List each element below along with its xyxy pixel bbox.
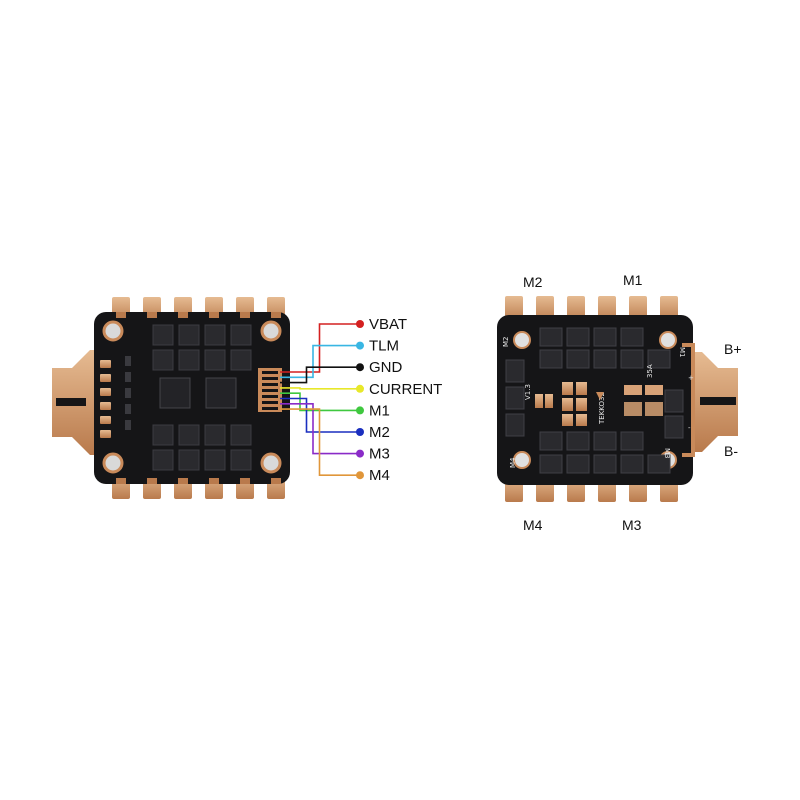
left-esc-board xyxy=(52,297,290,499)
logo-icon xyxy=(596,392,604,400)
right-board-bottom-mosfets xyxy=(539,431,671,474)
right-board-center-components xyxy=(535,382,587,426)
label-m1: M1 xyxy=(623,272,643,288)
wire-dot-tlm xyxy=(356,341,364,350)
right-board-tab-slot xyxy=(700,397,736,405)
silk-minus: - xyxy=(688,424,691,432)
left-board-mounting-holes xyxy=(102,320,282,474)
wire-dot-m2 xyxy=(356,428,364,436)
wire-label-vbat: VBAT xyxy=(369,316,407,333)
wire-gnd xyxy=(280,366,358,384)
wire-dot-vbat xyxy=(356,320,364,328)
silk-m3: M3 xyxy=(663,448,671,459)
right-esc-board: M2 M1 M4 M3 V1.3 35A TEKKO32 + - xyxy=(497,296,738,502)
wire-dot-gnd xyxy=(356,363,364,372)
wire-vbat xyxy=(280,323,358,373)
label-m3: M3 xyxy=(622,517,642,533)
wire-label-m2: M2 xyxy=(369,424,390,441)
silk-version: V1.3 xyxy=(524,384,532,400)
wire-label-current: CURRENT xyxy=(369,381,442,398)
silk-model: TEKKO32 xyxy=(598,392,606,425)
silk-m2: M2 xyxy=(502,337,510,348)
wire-label-m3: M3 xyxy=(369,446,390,463)
wire-label-m1: M1 xyxy=(369,402,390,419)
label-m2: M2 xyxy=(523,274,543,290)
silk-plus: + xyxy=(688,374,694,382)
wire-label-m4: M4 xyxy=(369,467,390,484)
wire-dot-m4 xyxy=(356,471,364,480)
label-battery-negative: B- xyxy=(724,443,738,459)
wire-dot-current xyxy=(356,384,364,393)
wire-m1 xyxy=(280,392,358,412)
left-board-signal-pads xyxy=(100,360,111,438)
left-board-tab-slot xyxy=(56,398,86,406)
left-board-mosfets xyxy=(152,324,252,471)
wire-m4 xyxy=(280,408,358,477)
wire-current xyxy=(280,387,358,390)
wire-m2 xyxy=(280,397,358,433)
wire-tlm xyxy=(280,344,358,379)
silk-rating: 35A xyxy=(646,364,654,378)
right-board-capacitors xyxy=(624,385,663,416)
label-m4: M4 xyxy=(523,517,543,533)
wire-label-tlm: TLM xyxy=(369,338,399,355)
silk-m4: M4 xyxy=(509,457,517,468)
label-battery-positive: B+ xyxy=(724,341,742,357)
wire-label-gnd: GND xyxy=(369,359,403,376)
silk-m1: M1 xyxy=(678,347,686,358)
wire-dot-m1 xyxy=(356,406,364,415)
left-board-mcus xyxy=(159,377,237,409)
wire-dot-m3 xyxy=(356,449,364,458)
wire-m3 xyxy=(280,402,358,455)
right-board-top-mosfets xyxy=(539,327,671,369)
